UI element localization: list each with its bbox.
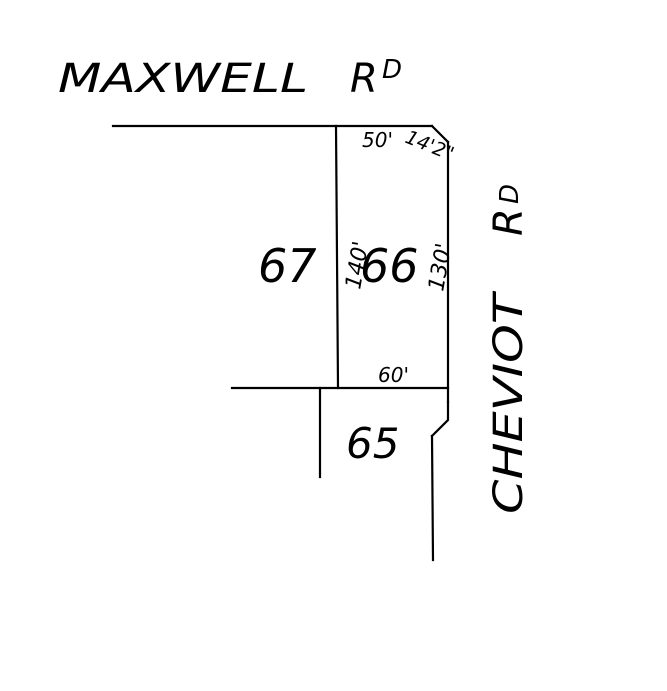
lot-numbers: 67 66 65: [258, 239, 419, 468]
maxwell-road-suffix-superscript: D: [382, 55, 402, 85]
corner-splay-line: [430, 124, 450, 144]
cheviot-road-kink-line: [430, 400, 450, 438]
cheviot-road-suffix-superscript: D: [495, 184, 525, 204]
cheviot-road-frontage-lower-line: [430, 434, 435, 562]
cheviot-road-name: CHEVIOT: [486, 290, 532, 514]
lot-65-number: 65: [346, 419, 399, 468]
lot-66-east-dimension: 130': [424, 241, 457, 293]
corner-splay-dimension: 14'2": [402, 126, 457, 165]
cheviot-road-suffix: R: [486, 208, 532, 236]
cheviot-road-label: CHEVIOT R D: [486, 184, 532, 514]
boundary-lines: [111, 124, 450, 562]
maxwell-road-suffix: R: [350, 56, 378, 102]
lot-66-south-dimension: 60': [378, 363, 409, 387]
lot-66-top-dimension: 50': [362, 128, 393, 152]
maxwell-road-name: MAXWELL: [58, 56, 308, 102]
lot-66-67-boundary-line: [334, 124, 340, 390]
lot-66-number: 66: [360, 239, 419, 293]
lot-67-number: 67: [258, 239, 317, 293]
maxwell-road-label: MAXWELL R D: [58, 55, 402, 102]
